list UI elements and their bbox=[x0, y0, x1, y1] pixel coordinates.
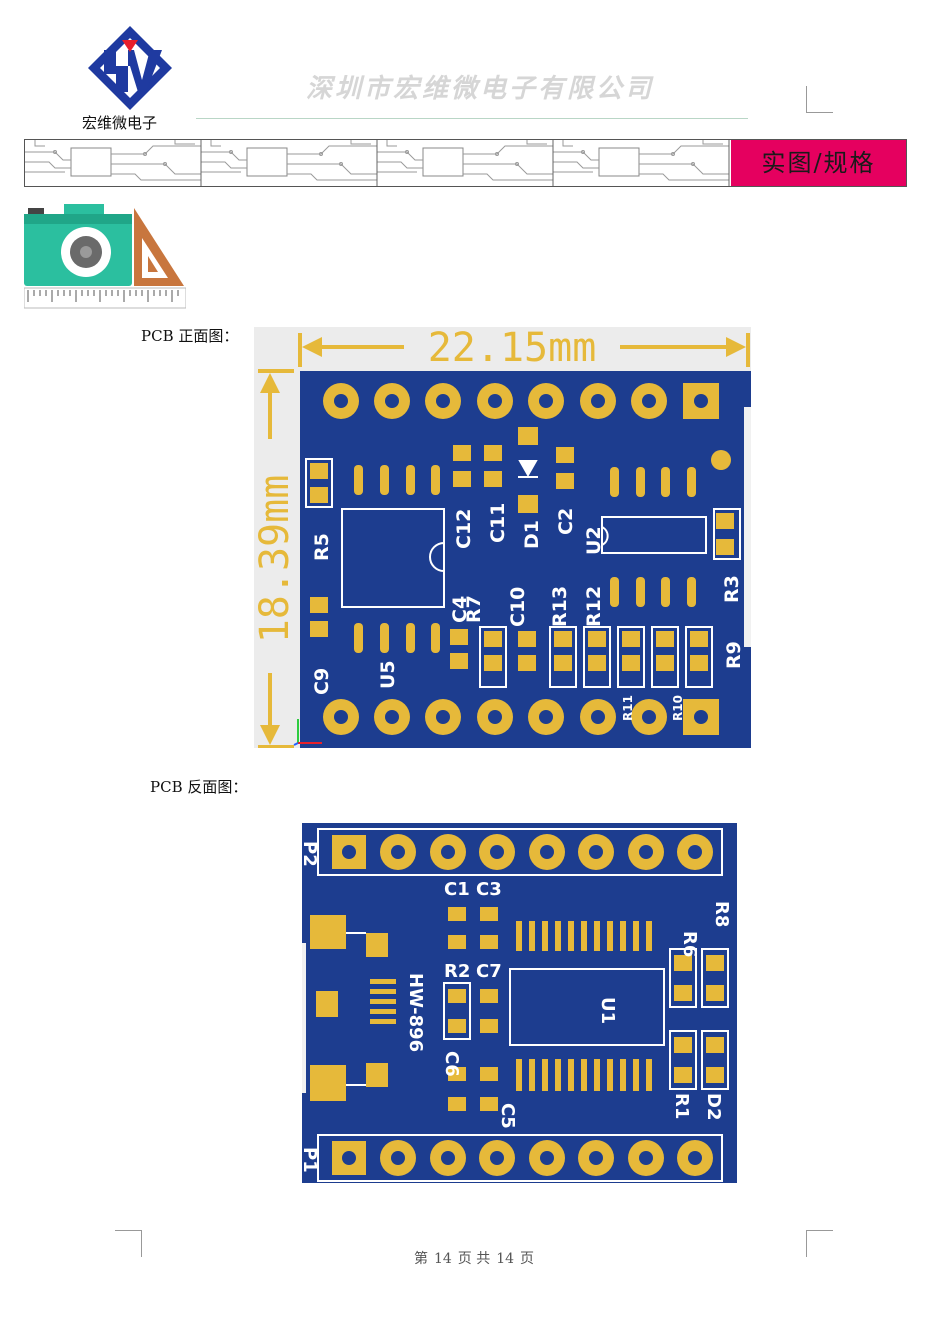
footer-middle: 页 共 bbox=[457, 1251, 491, 1267]
header-divider bbox=[196, 118, 748, 119]
footer-prefix: 第 bbox=[413, 1251, 428, 1267]
silk-label: R10 bbox=[671, 695, 685, 721]
silk-label: P1 bbox=[302, 1147, 320, 1173]
silk-label: R7 bbox=[463, 595, 485, 623]
silk-label: C3 bbox=[476, 879, 502, 900]
silk-label: C5 bbox=[497, 1103, 518, 1129]
back-caption: PCB 反面图： bbox=[150, 778, 248, 796]
page-footer: 第 14 页 共 14 页 bbox=[0, 1248, 948, 1268]
silk-label: R1 bbox=[671, 1093, 692, 1119]
silk-label: R2 bbox=[444, 961, 470, 982]
silk-label: C6 bbox=[441, 1051, 462, 1077]
silk-label: U2 bbox=[583, 526, 605, 555]
silk-label: R12 bbox=[583, 586, 605, 627]
silk-label: D1 bbox=[521, 520, 543, 549]
silk-label: R8 bbox=[711, 901, 732, 927]
company-name: 深圳市宏维微电子有限公司 bbox=[305, 74, 654, 104]
silk-label: C7 bbox=[476, 961, 502, 982]
silk-label: R6 bbox=[679, 931, 700, 957]
company-logo bbox=[88, 26, 172, 110]
total-pages: 14 bbox=[496, 1251, 515, 1267]
current-page: 14 bbox=[433, 1251, 452, 1267]
pcb-front-image: 22.15mm 18.39mm bbox=[254, 327, 751, 748]
camera-ruler-icon bbox=[24, 204, 186, 309]
silk-label: C4 bbox=[449, 596, 471, 623]
pcb-back-image: P2 C1 C3 R6 R8 R2 C7 HW-896 U1 C6 C5 R1 … bbox=[302, 823, 737, 1183]
silk-label: C12 bbox=[453, 509, 475, 549]
silk-label: C10 bbox=[507, 587, 529, 627]
silk-label: U5 bbox=[377, 660, 399, 689]
silk-label: P2 bbox=[302, 841, 320, 867]
silk-label: R11 bbox=[621, 695, 635, 721]
corner-mark-bottom-right bbox=[806, 1230, 833, 1257]
front-caption: PCB 正面图： bbox=[141, 327, 239, 345]
silk-label: R3 bbox=[721, 575, 743, 603]
silk-label: C11 bbox=[487, 503, 509, 543]
silk-label: C2 bbox=[555, 508, 577, 535]
silk-label: C1 bbox=[444, 879, 470, 900]
silk-label: R9 bbox=[723, 641, 745, 669]
section-tag: 实图/规格 bbox=[731, 140, 906, 186]
logo-caption: 宏维微电子 bbox=[82, 114, 158, 132]
silk-label: U1 bbox=[597, 997, 618, 1024]
footer-suffix: 页 bbox=[520, 1251, 535, 1267]
corner-mark-bottom-left bbox=[115, 1230, 142, 1257]
circuit-pattern bbox=[25, 139, 730, 186]
silk-label: HW-896 bbox=[405, 973, 426, 1052]
silk-label: R5 bbox=[311, 533, 333, 561]
silk-label: R13 bbox=[549, 586, 571, 627]
dimension-width: 22.15mm bbox=[428, 327, 597, 371]
silk-label: C9 bbox=[311, 668, 333, 695]
dimension-height: 18.39mm bbox=[254, 475, 298, 644]
silk-label: D2 bbox=[703, 1093, 724, 1120]
corner-mark-top-right bbox=[806, 86, 833, 113]
